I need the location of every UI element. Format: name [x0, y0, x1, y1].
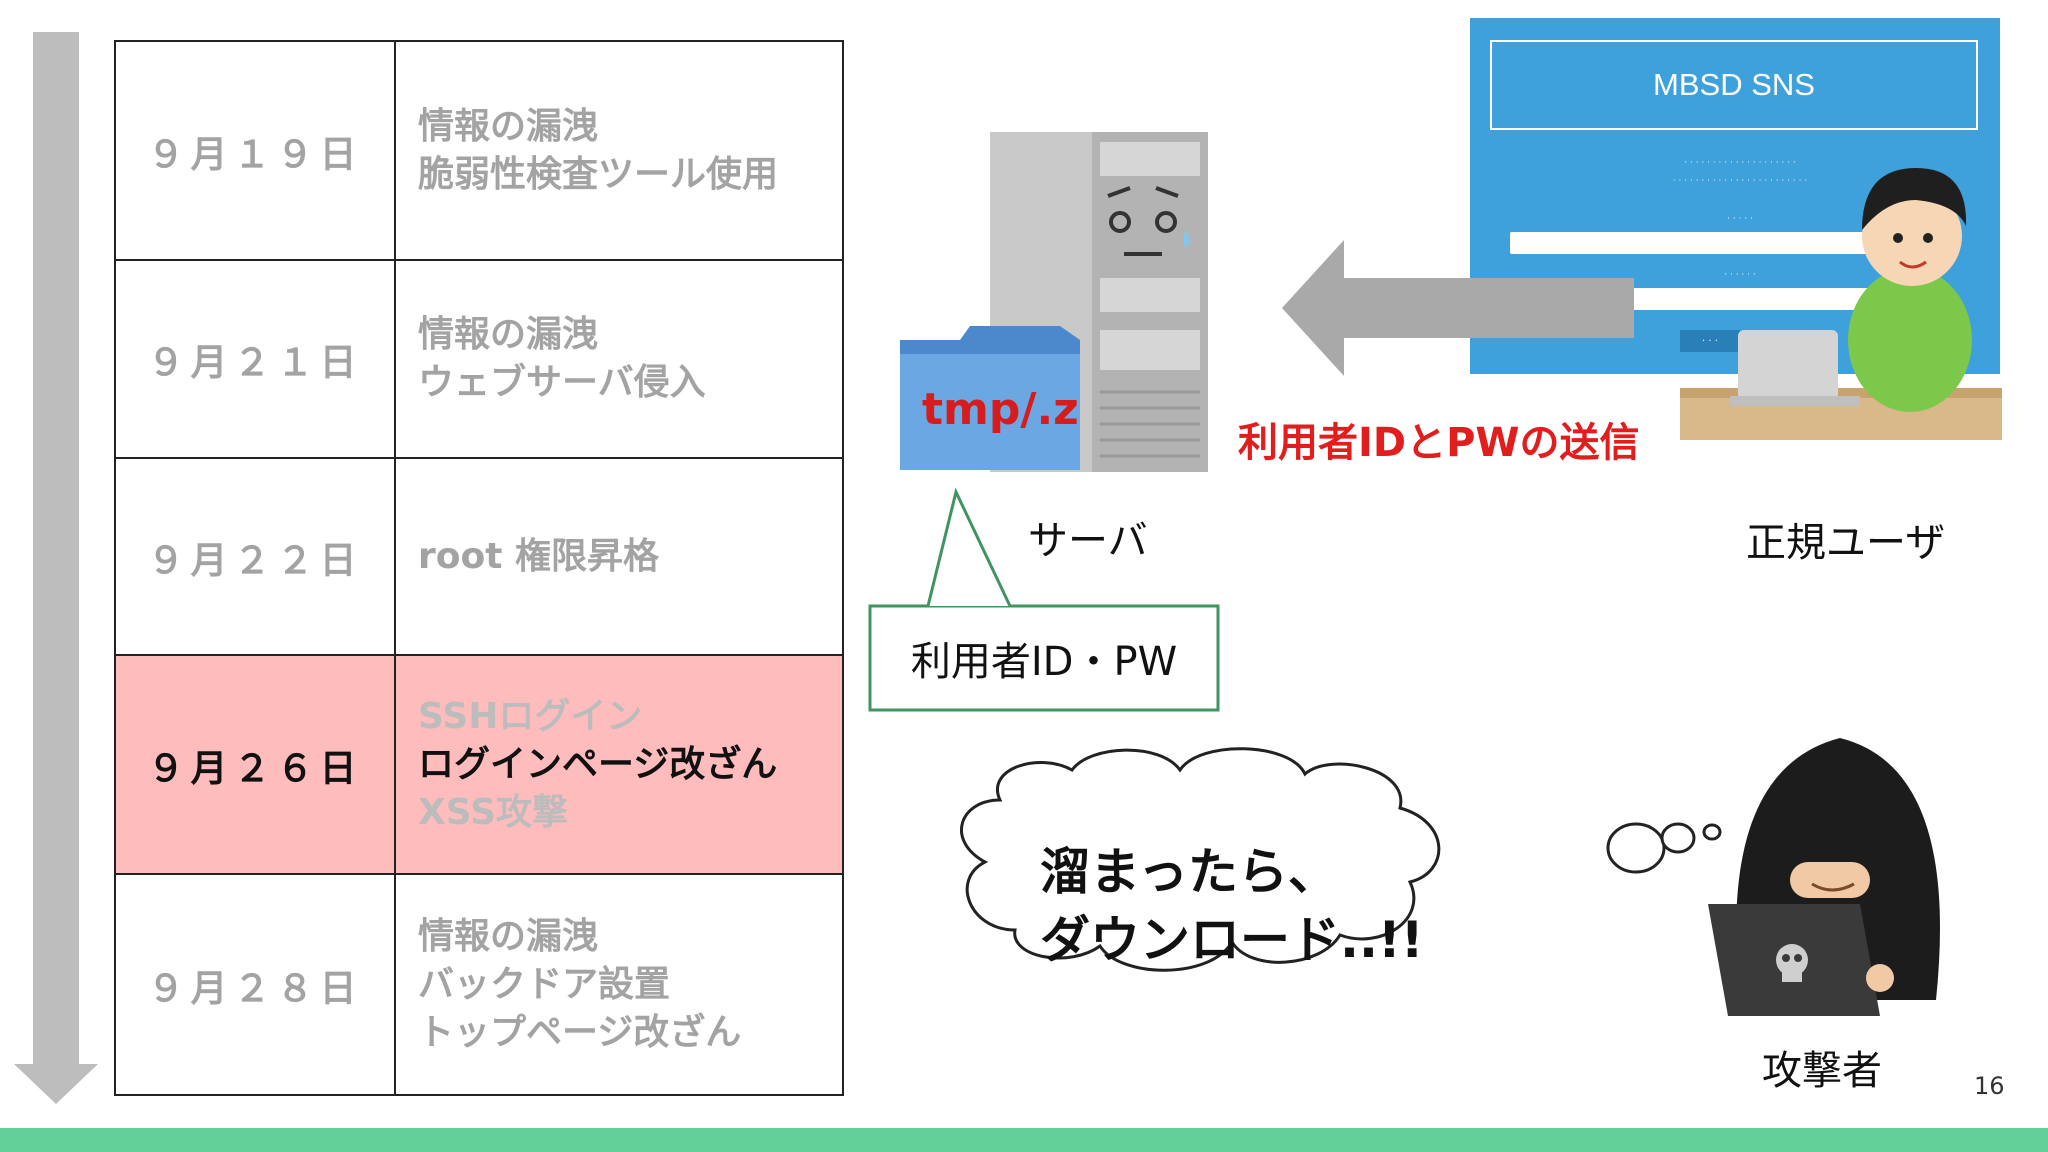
- table-row: ９月２８日 情報の漏洩 バックドア設置 トップページ改ざん: [116, 875, 842, 1094]
- server-icon: [990, 132, 1208, 472]
- user-illustration: [1680, 168, 2002, 440]
- table-row: ９月２２日 root 権限昇格: [116, 459, 842, 656]
- event-text: トップページ改ざん: [418, 1011, 742, 1053]
- date-cell: ９月２６日: [116, 656, 396, 873]
- table-row: ９月２１日 情報の漏洩 ウェブサーバ侵入: [116, 261, 842, 459]
- thought-text: 溜まったら、 ダウンロード..!!: [1040, 838, 1424, 974]
- event-cell: 情報の漏洩 バックドア設置 トップページ改ざん: [396, 875, 842, 1094]
- event-text: root 権限昇格: [418, 535, 659, 577]
- table-row-highlighted: ９月２６日 SSHログイン ログインページ改ざん XSS攻撃: [116, 656, 842, 875]
- send-label: 利用者IDとPWの送信: [1238, 420, 1640, 466]
- sns-field-caption: · · · · · ·: [1724, 270, 1756, 280]
- user-label: 正規ユーザ: [1746, 520, 1946, 566]
- event-cell: 情報の漏洩 ウェブサーバ侵入: [396, 261, 842, 457]
- thought-line: 溜まったら、: [1040, 843, 1338, 901]
- event-text: バックドア設置: [418, 963, 671, 1005]
- footer-bar: [0, 1128, 2048, 1152]
- callout-text: 利用者ID・PW: [910, 639, 1178, 685]
- sns-user-field: [1510, 232, 1890, 254]
- event-text: 情報の漏洩: [418, 314, 599, 355]
- event-text: 情報の漏洩: [418, 915, 599, 957]
- event-text: ウェブサーバ侵入: [418, 362, 706, 403]
- timeline-arrow-shaft: [33, 32, 79, 1072]
- event-text: XSS攻撃: [418, 791, 568, 833]
- event-text: SSHログイン: [418, 695, 643, 737]
- attacker-illustration: [1708, 738, 1940, 1016]
- event-text-active: ログインページ改ざん: [418, 743, 778, 785]
- folder-icon: [900, 326, 1080, 470]
- sns-caption-line: · · · · · · · · · · · · · · · · · · · ·: [1684, 158, 1796, 168]
- timeline-table: ９月１９日 情報の漏洩 脆弱性検査ツール使用 ９月２１日 情報の漏洩 ウェブサー…: [114, 40, 844, 1096]
- thought-cloud: [959, 747, 1722, 972]
- sns-field-caption: · · · · ·: [1727, 214, 1753, 224]
- thought-line: ダウンロード..!!: [1040, 911, 1424, 969]
- table-row: ９月１９日 情報の漏洩 脆弱性検査ツール使用: [116, 42, 842, 261]
- page-number: 16: [1974, 1072, 2005, 1100]
- date-cell: ９月１９日: [116, 42, 396, 259]
- send-arrow: [1282, 240, 1634, 376]
- callout-box: [868, 487, 1220, 712]
- sns-title: MBSD SNS: [1490, 40, 1978, 130]
- event-cell: SSHログイン ログインページ改ざん XSS攻撃: [396, 656, 842, 873]
- date-cell: ９月２２日: [116, 459, 396, 654]
- sns-caption-line: · · · · · · · · · · · · · · · · · · · · …: [1672, 176, 1808, 186]
- sns-login-button: · · ·: [1680, 330, 1740, 352]
- event-text: 情報の漏洩: [418, 105, 599, 147]
- attacker-label: 攻撃者: [1762, 1048, 1882, 1094]
- timeline-arrow-head: [14, 1064, 98, 1104]
- event-cell: 情報の漏洩 脆弱性検査ツール使用: [396, 42, 842, 259]
- event-cell: root 権限昇格: [396, 459, 842, 654]
- date-cell: ９月２８日: [116, 875, 396, 1094]
- date-cell: ９月２１日: [116, 261, 396, 457]
- event-text: 脆弱性検査ツール使用: [418, 153, 779, 195]
- folder-label: tmp/.z: [922, 384, 1079, 435]
- server-label: サーバ: [1028, 518, 1148, 564]
